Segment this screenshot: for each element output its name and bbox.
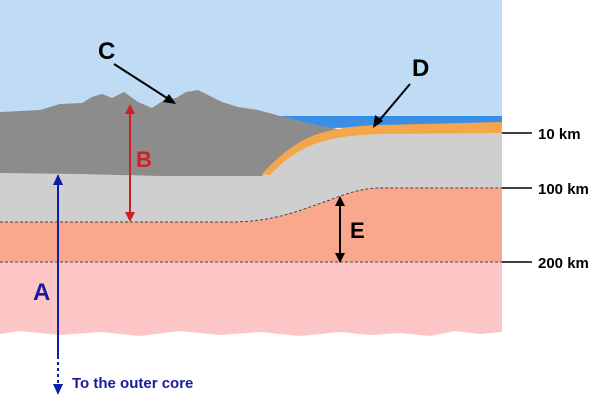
- asthenosphere-layer: [0, 188, 502, 262]
- arrow-e-head-bottom: [335, 253, 345, 263]
- lithosphere-boundary-line: [0, 187, 502, 223]
- depth-label-100: 100 km: [538, 181, 589, 198]
- label-b: B: [136, 147, 152, 172]
- depth-label-10: 10 km: [538, 126, 581, 143]
- arrow-e-head-top: [335, 196, 345, 206]
- label-c: C: [98, 38, 115, 65]
- arrow-d-line: [377, 83, 411, 123]
- label-e: E: [350, 218, 365, 243]
- outer-core-caption: To the outer core: [72, 375, 193, 392]
- lower-mantle-layer: [0, 262, 502, 336]
- depth-label-200: 200 km: [538, 255, 589, 272]
- oceanic-crust: [262, 122, 502, 175]
- arrow-c-line: [113, 63, 171, 101]
- arrow-b-head-top: [125, 104, 135, 114]
- continental-crust: [0, 90, 345, 176]
- arrow-c-head: [163, 94, 176, 104]
- lithosphere-layer: [0, 132, 502, 222]
- arrow-a-head-top: [53, 174, 63, 185]
- arrow-d-head: [373, 115, 383, 128]
- arrow-b-head-bottom: [125, 212, 135, 222]
- label-d: D: [412, 55, 429, 82]
- sky-region: [0, 0, 502, 118]
- label-a: A: [33, 279, 50, 306]
- arrow-a-head-bottom: [53, 384, 63, 395]
